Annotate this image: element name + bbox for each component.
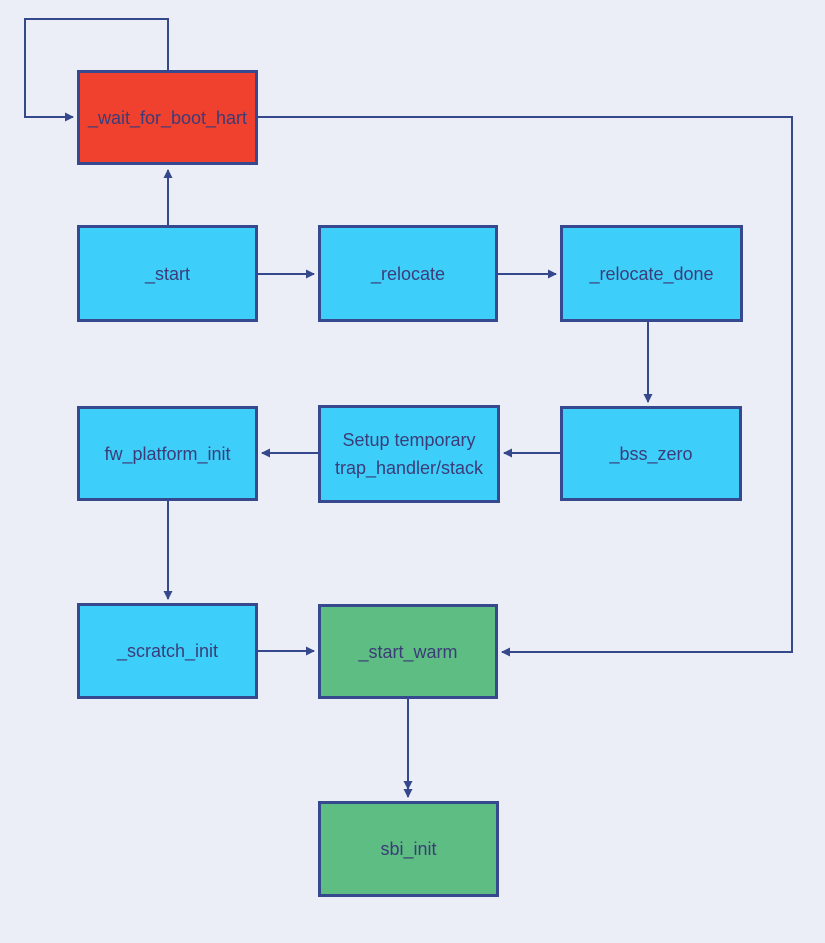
- node-label: _wait_for_boot_hart: [87, 107, 248, 128]
- node-relocate: _relocate: [318, 225, 498, 322]
- node-label: _bss_zero: [609, 443, 693, 464]
- node-scratch-init: _scratch_init: [77, 603, 258, 699]
- edge-wait-self-loop: [24, 18, 169, 122]
- node-label: sbi_init: [380, 839, 437, 859]
- node-label: _start_warm: [358, 641, 458, 662]
- node-setup-trap-stack: Setup temporary trap_handler/stack: [318, 405, 500, 503]
- node-label: fw_platform_init: [104, 443, 231, 464]
- node-wait-for-boot-hart: _wait_for_boot_hart: [77, 70, 258, 165]
- node-bss-zero: _bss_zero: [560, 406, 742, 501]
- node-label: _start: [144, 263, 191, 284]
- node-label: Setup temporary trap_handler/stack: [334, 430, 484, 478]
- node-label: _scratch_init: [116, 641, 219, 661]
- node-fw-platform-init: fw_platform_init: [77, 406, 258, 501]
- node-label: _relocate: [370, 263, 446, 284]
- edge-wait-to-start-warm: [258, 116, 793, 657]
- node-sbi-init: sbi_init: [318, 801, 499, 897]
- node-relocate-done: _relocate_done: [560, 225, 743, 322]
- node-label: _relocate_done: [589, 263, 714, 284]
- node-start: _start: [77, 225, 258, 322]
- node-start-warm: _start_warm: [318, 604, 498, 699]
